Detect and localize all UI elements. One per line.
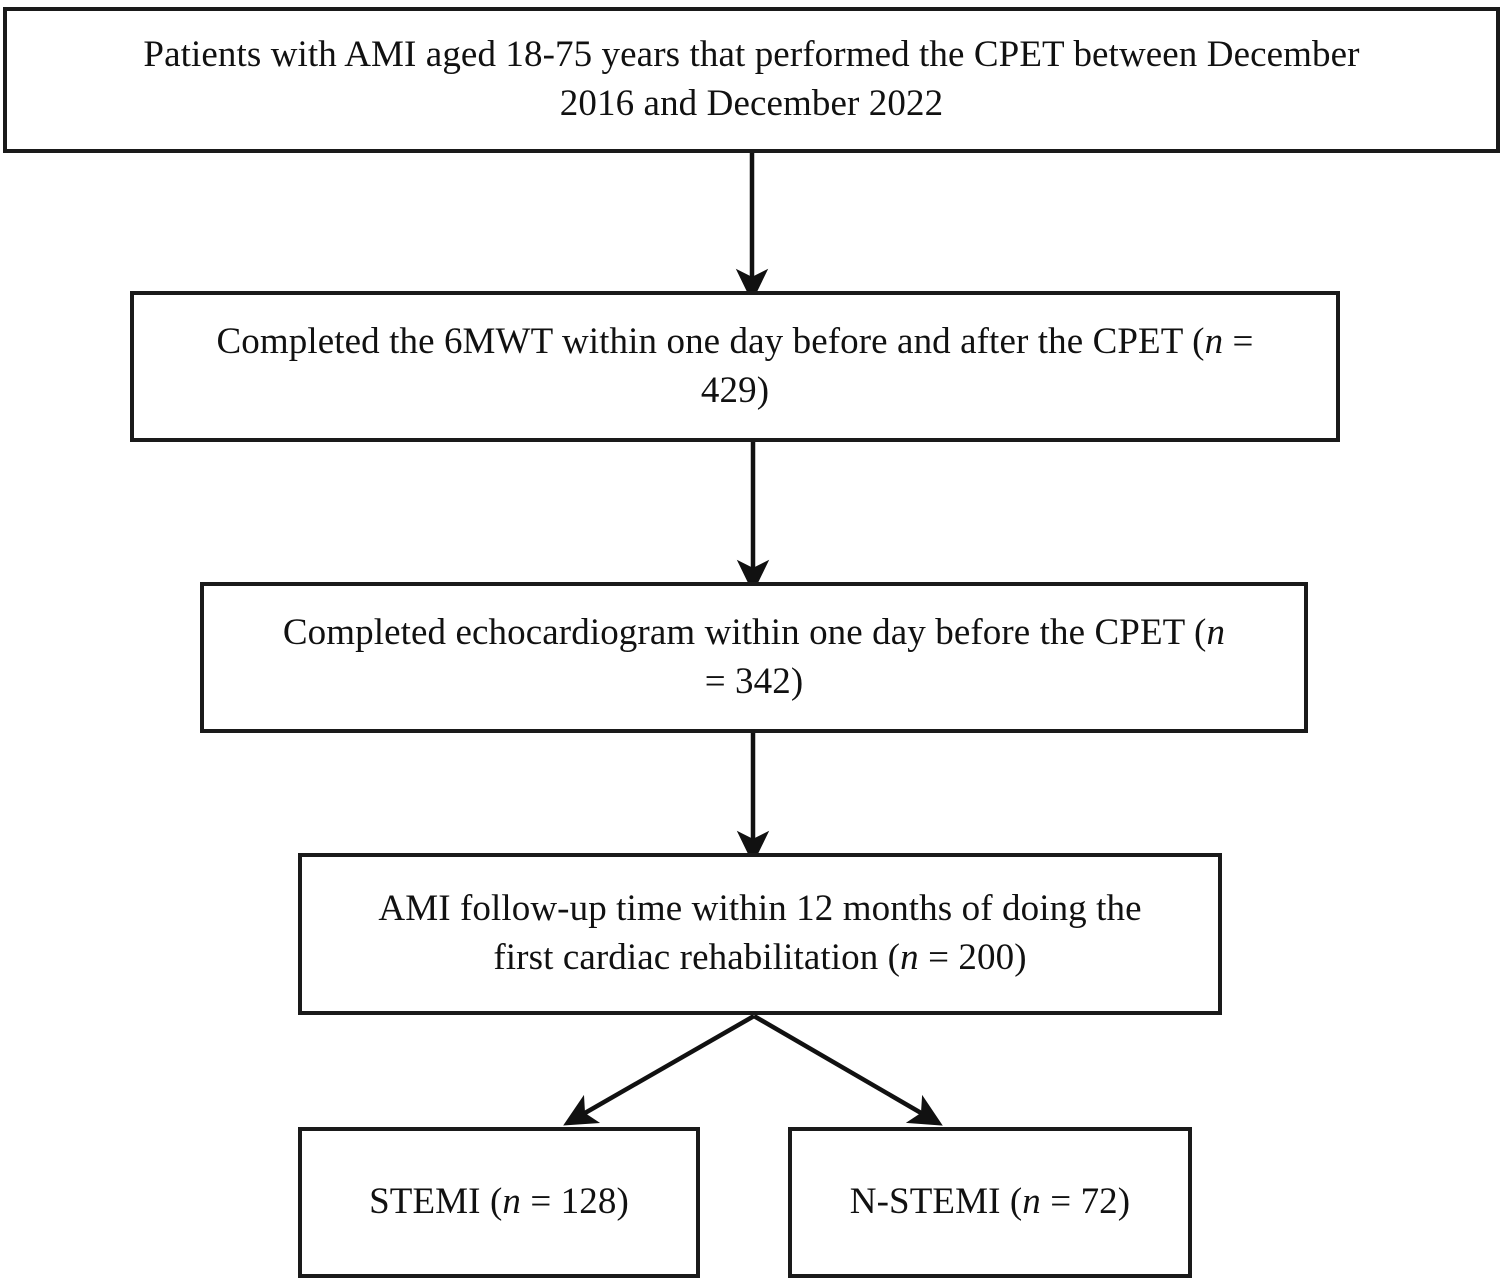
edge-followup-to-stemi [563,1014,756,1126]
count-stemi: 128 [560,1181,617,1223]
edge-followup-to-nstemi [752,1014,943,1126]
italic-n-echo: n [1206,611,1226,653]
screened-population-box: Patients with AMI aged 18-75 years that … [3,7,1500,153]
ami-followup-box: AMI follow-up time within 12 months of d… [298,853,1222,1015]
screened-population-text: Patients with AMI aged 18-75 years that … [143,34,1360,124]
stemi-group-box: STEMI (n = 128) [298,1127,700,1278]
completed-6mwt-box: Completed the 6MWT within one day before… [130,291,1340,442]
italic-n-stemi: n [502,1181,521,1223]
stemi-group-text: STEMI (n = 128) [369,1181,629,1223]
completed-6mwt-text: Completed the 6MWT within one day before… [216,320,1254,411]
count-6mwt: 429 [700,369,757,411]
count-followup: 200 [958,937,1015,978]
count-echo: 342 [735,660,791,702]
italic-n-followup: n [900,937,919,978]
count-nstemi: 72 [1080,1181,1118,1223]
nstemi-group-box: N-STEMI (n = 72) [788,1127,1192,1278]
italic-n-nstemi: n [1022,1181,1041,1223]
italic-n-6mwt: n [1204,320,1224,362]
ami-followup-text: AMI follow-up time within 12 months of d… [378,888,1142,978]
completed-echocardiogram-text: Completed echocardiogram within one day … [282,611,1226,702]
completed-echocardiogram-box: Completed echocardiogram within one day … [200,582,1308,733]
nstemi-group-text: N-STEMI (n = 72) [849,1181,1131,1223]
